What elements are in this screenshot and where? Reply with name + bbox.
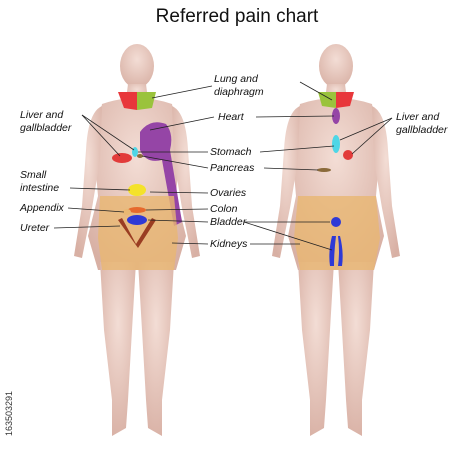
back-liver-zone — [343, 150, 353, 160]
back-left-leg — [298, 262, 334, 436]
label-appendix: Appendix — [19, 202, 65, 214]
label-small-intestine-1: Small — [20, 169, 47, 181]
back-heart-zone — [332, 108, 340, 124]
leader-lines — [53, 81, 393, 251]
front-small-intestine-zone — [128, 184, 146, 196]
label-small-intestine-2: intestine — [20, 182, 59, 194]
back-figure — [272, 44, 400, 436]
front-appendix-zone — [123, 209, 131, 215]
back-left-arm — [272, 106, 300, 258]
label-kidneys: Kidneys — [210, 238, 248, 250]
chart-title: Referred pain chart — [155, 6, 319, 27]
front-bladder-zone — [127, 215, 147, 225]
label-ovaries: Ovaries — [210, 187, 247, 199]
label-ureter: Ureter — [20, 222, 50, 234]
back-head — [319, 44, 353, 88]
front-lung-zone-green — [137, 92, 156, 110]
label-pancreas: Pancreas — [210, 162, 255, 174]
front-right-arm — [172, 106, 200, 258]
label-lung-diaphragm-2: diaphragm — [214, 86, 264, 98]
label-liver-gallbladder-front-2: gallbladder — [20, 122, 72, 134]
label-liver-gallbladder-back-2: gallbladder — [396, 124, 448, 136]
image-id-text: 163503291 — [4, 391, 14, 436]
label-liver-gallbladder-front-1: Liver and — [20, 109, 64, 121]
front-lung-zone-red — [118, 92, 137, 110]
back-lung-zone-green — [318, 92, 336, 108]
front-kidney-zone — [98, 196, 178, 270]
front-left-leg — [100, 262, 136, 436]
front-left-arm — [74, 106, 102, 258]
front-liver-zone — [112, 153, 132, 163]
label-lung-diaphragm-1: Lung and — [214, 73, 259, 85]
label-colon: Colon — [210, 203, 238, 215]
label-liver-gallbladder-back-1: Liver and — [396, 111, 440, 123]
front-pancreas-zone — [137, 154, 143, 158]
back-kidney-zone — [294, 196, 380, 270]
back-right-leg — [338, 262, 374, 436]
back-lung-zone-red — [336, 92, 354, 108]
back-pancreas-zone — [317, 168, 331, 172]
label-heart: Heart — [218, 111, 245, 123]
back-stomach-zone — [332, 135, 340, 153]
front-colon-zone — [128, 207, 146, 213]
label-bladder: Bladder — [210, 216, 247, 228]
front-head — [120, 44, 154, 88]
back-right-arm — [372, 106, 400, 258]
back-bladder-zone — [331, 217, 341, 227]
front-ureter-zone — [118, 218, 156, 248]
label-stomach: Stomach — [210, 146, 252, 158]
back-ureter-zone-right — [338, 236, 343, 266]
front-right-leg — [138, 262, 174, 436]
front-figure — [74, 44, 200, 436]
back-ureter-zone-left — [329, 236, 336, 266]
